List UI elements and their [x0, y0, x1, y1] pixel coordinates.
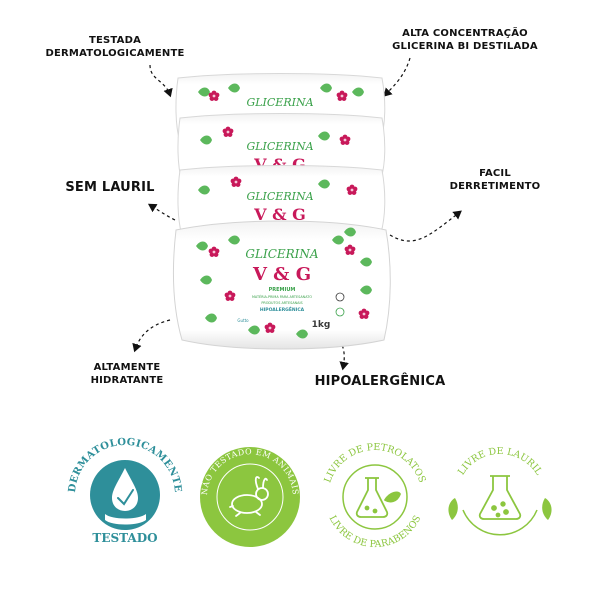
callout-facil-line2: DERRETIMENTO — [449, 180, 541, 192]
svg-text:LIVRE DE LAURIL: LIVRE DE LAURIL — [456, 446, 544, 478]
callout-testada-line2: DERMATOLOGICAMENTE — [45, 47, 185, 59]
seal4-top-text: LIVRE DE LAURIL — [456, 446, 544, 478]
eco-icon — [335, 307, 345, 317]
arrow-alta — [383, 57, 411, 97]
front-premium: PREMIUM — [269, 287, 296, 293]
front-line1: MATÉRIA-PRIMA PARA ARTESANATO — [252, 294, 312, 299]
seal-dermatologicamente-testado: DERMATOLOGICAMENTE TESTADO — [67, 437, 183, 545]
left-leaf-icon — [448, 498, 458, 520]
seal1-bottom-text: TESTADO — [92, 531, 157, 545]
callout-testada-line1: TESTADA — [88, 35, 142, 46]
hand-icon — [105, 514, 146, 525]
water-drop-icon — [112, 468, 138, 511]
bag2-brand: GLICERINA — [246, 190, 313, 203]
callout-hipoalergenica: HIPOALERGÊNICA — [314, 374, 446, 389]
seal2-inner-ring — [216, 463, 284, 531]
seal3-bottom-text: LIVRE DE PARABENOS — [327, 514, 424, 550]
front-hipo: HIPOALERGÊNICA — [260, 305, 305, 313]
front-brand-script: GLICERINA — [245, 247, 319, 261]
front-brand-main: V & G — [252, 264, 311, 285]
svg-text:LIVRE DE PARABENOS: LIVRE DE PARABENOS — [327, 514, 424, 550]
recycle-icon — [335, 292, 345, 302]
callout-facil: FACIL DERRETIMENTO — [440, 168, 550, 193]
seal2-circle — [200, 447, 300, 547]
seal-livre-petrolatos-parabenos: LIVRE DE PETROLATOS LIVRE DE PARABENOS — [322, 442, 427, 550]
callout-hidratante-line1: ALTAMENTE — [93, 362, 161, 373]
bag3-brand: GLICERINA — [246, 140, 313, 153]
seal-livre-lauril: LIVRE DE LAURIL — [448, 446, 552, 536]
bag-front: GLICERINA V & G PREMIUM MATÉRIA-PRIMA PA… — [173, 220, 391, 350]
flask-icon — [478, 475, 522, 520]
callout-alta-concentracao: ALTA CONCENTRAÇÃO GLICERINA BI DESTILADA — [385, 28, 545, 53]
callout-hidratante-line2: HIDRATANTE — [90, 374, 164, 386]
callout-facil-line1: FACIL — [479, 168, 511, 179]
arrow-hidratante — [132, 319, 171, 353]
arrow-sem-lauril — [147, 203, 176, 221]
callout-alta-line2: GLICERINA BI DESTILADA — [392, 40, 538, 52]
seal3-ring — [342, 464, 408, 530]
arrow-facil — [389, 210, 462, 242]
front-maker: Gutto — [237, 318, 249, 323]
bag-2: GLICERINA V & G — [177, 165, 386, 241]
check-icon — [117, 489, 134, 506]
flask-leaf-icon — [355, 477, 401, 518]
rabbit-icon — [229, 476, 269, 517]
front-line2: PRODUTOS ARTESANAIS — [261, 301, 302, 305]
callout-testada: TESTADA DERMATOLOGICAMENTE — [40, 35, 190, 60]
front-weight: 1kg — [312, 320, 331, 330]
right-leaf-icon — [542, 498, 552, 520]
callout-sem-lauril: SEM LAURIL — [65, 180, 155, 195]
seal-nao-testado-animais: NÃO TESTADO EM ANIMAIS — [200, 447, 300, 547]
arrow-testada — [149, 64, 173, 98]
seal4-arc — [462, 509, 538, 536]
bag2-vg: V & G — [253, 205, 306, 224]
callout-hidratante: ALTAMENTE HIDRATANTE — [72, 362, 182, 387]
callout-alta-line1: ALTA CONCENTRAÇÃO — [402, 28, 528, 39]
bag4-brand: GLICERINA — [246, 96, 313, 109]
